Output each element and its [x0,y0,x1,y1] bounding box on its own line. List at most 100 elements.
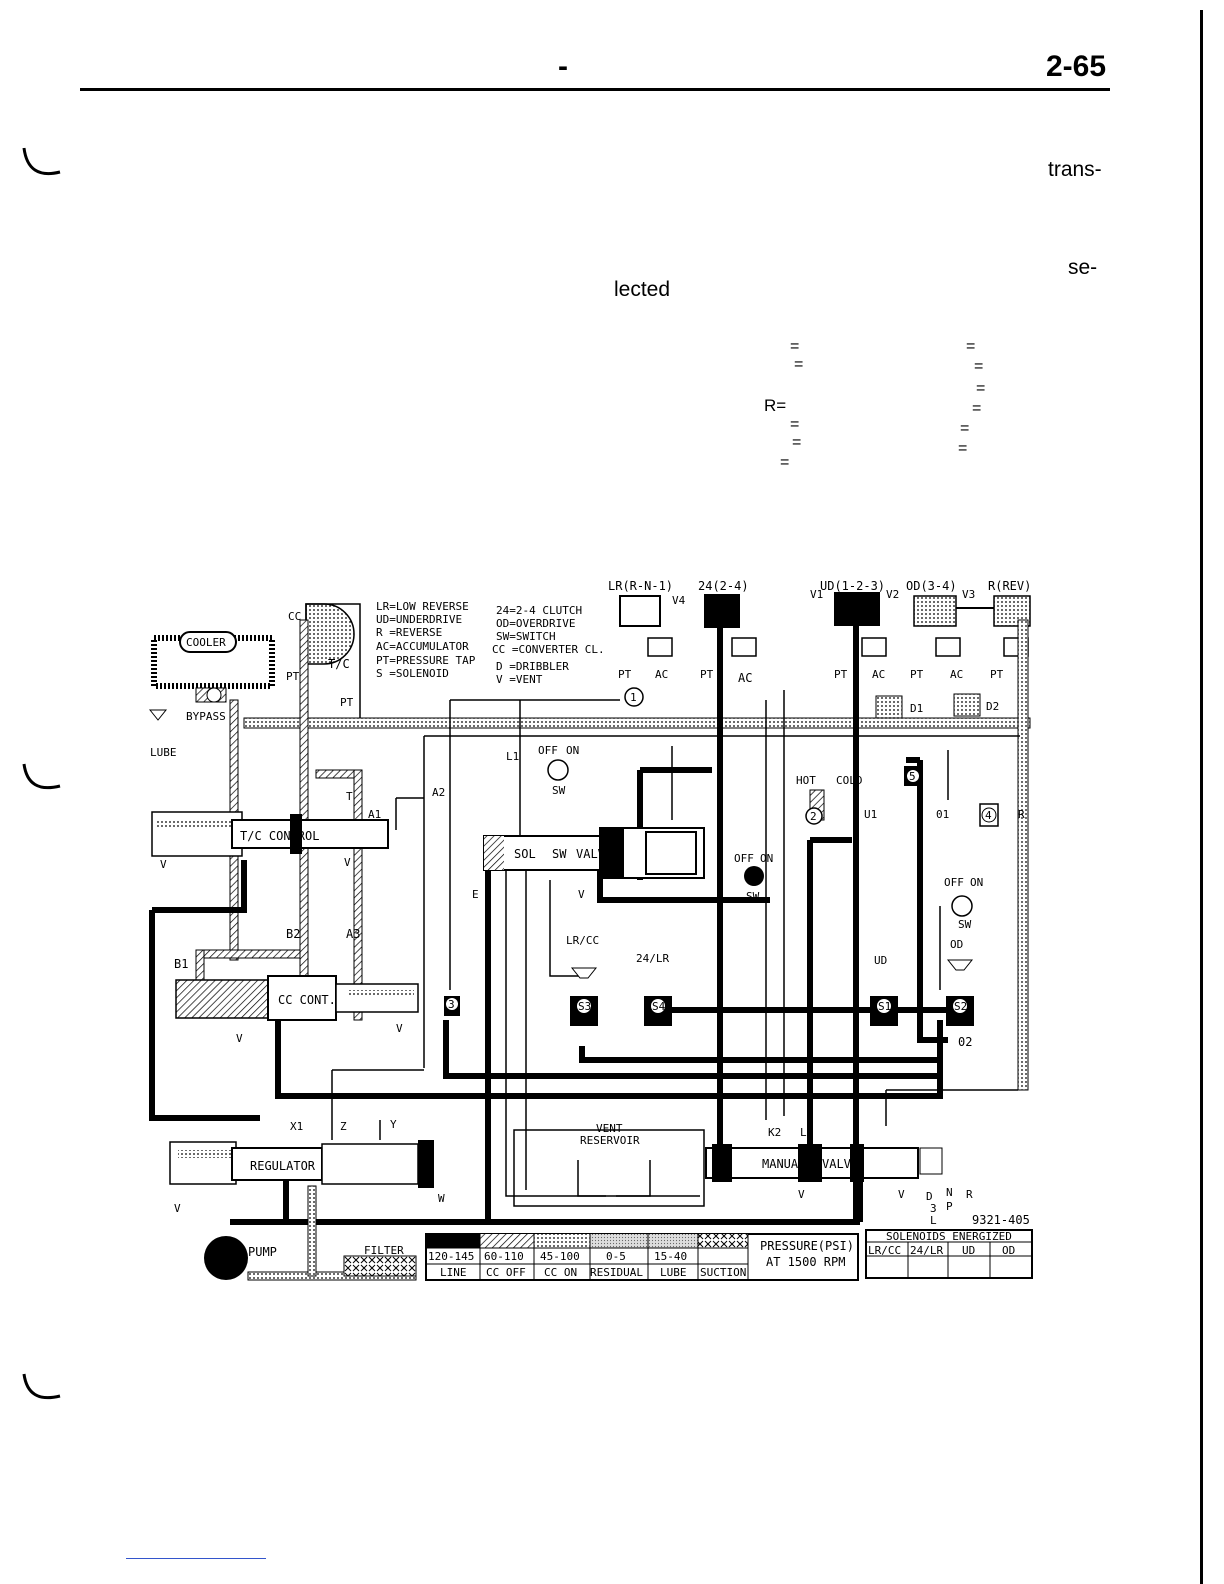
text-fragment-lected: lected [614,278,671,301]
svg-text:24/LR: 24/LR [910,1244,943,1257]
eq-11: = [960,420,970,437]
label-24-clutch: 24(2-4) [698,579,749,593]
ac-3: AC [872,668,885,681]
pt-2: PT [700,668,714,681]
filter-label: FILTER [364,1244,404,1257]
svg-text:RESIDUAL: RESIDUAL [590,1266,643,1279]
vent-cc-1: V [236,1032,243,1045]
svg-text:OD=OVERDRIVE: OD=OVERDRIVE [496,617,575,630]
vent-cc-2: V [396,1022,403,1035]
od-clutch-block [913,595,957,627]
svg-text:45-100: 45-100 [540,1250,580,1263]
port-b2: B2 [286,927,300,941]
lr-clutch-block [619,595,661,627]
svg-text:SOLENOIDS ENERGIZED: SOLENOIDS ENERGIZED [886,1230,1012,1243]
port-r: R [1018,808,1025,821]
sw-3: SW [958,918,972,931]
cc-label: CC [288,610,301,623]
port-e: E [472,888,479,901]
vent-reg: V [174,1202,181,1215]
svg-text:S =SOLENOID: S =SOLENOID [376,667,449,680]
port-w: W [438,1192,445,1205]
tc-label: T/C [328,657,350,671]
solenoids-energized-table: SOLENOIDS ENERGIZED LR/CC 24/LR UD OD [865,1229,1033,1279]
cooler-label: COOLER [186,636,226,649]
sw-valve-label-1: SW [552,847,567,861]
text-fragment-se: se- [1068,256,1098,279]
vent-v1: V1 [810,588,823,601]
port-y: Y [390,1118,397,1131]
label-rev-clutch: R(REV) [988,579,1031,593]
marker-2: 2 [810,810,817,823]
od-sol-label: OD [950,938,963,951]
eq-7: = [966,338,976,355]
binding-hole-top [22,147,61,175]
s3: S3 [578,1000,591,1013]
valve-label: VALVE [822,1157,858,1171]
svg-text:LINE: LINE [440,1266,467,1279]
marker-5: 5 [909,770,916,783]
svg-text:15-40: 15-40 [654,1250,687,1263]
manual-label: MANUAL [762,1157,805,1171]
pt-5: PT [990,668,1004,681]
footnote-rule [126,1558,266,1559]
eq-8: = [974,358,984,375]
eq-1: = [790,338,800,355]
shift-3: 3 [930,1202,937,1215]
svg-text:24=2-4 CLUTCH: 24=2-4 CLUTCH [496,604,582,617]
port-01: 01 [936,808,949,821]
port-x1: X1 [290,1120,303,1133]
shift-d: D [926,1190,933,1203]
eq-10: = [972,400,982,417]
24-clutch-block [704,594,740,628]
vent-manual-2: V [898,1188,905,1201]
svg-text:CC ON: CC ON [544,1266,577,1279]
ud-sol-label: UD [874,954,887,967]
port-b1: B1 [174,957,188,971]
ac-4: AC [950,668,963,681]
d1: D1 [910,702,923,715]
svg-text:120-145: 120-145 [428,1250,474,1263]
sw-2: SW [746,890,760,903]
page-edge-line [1200,10,1203,1584]
svg-text:PT=PRESSURE TAP: PT=PRESSURE TAP [376,654,476,667]
svg-text:PRESSURE(PSI): PRESSURE(PSI) [760,1239,854,1253]
sol-label: SOL [514,847,536,861]
marker-3: 3 [448,998,455,1011]
svg-text:CC OFF: CC OFF [486,1266,526,1279]
svg-text:OD: OD [1002,1244,1015,1257]
pt-tc-2: PT [340,696,354,709]
port-a2: A2 [432,786,445,799]
cc-cont-label: CC CONT. [278,993,336,1007]
vent-v3: V3 [962,588,975,601]
figure-number: 9321-405 [972,1213,1030,1227]
svg-text:LUBE: LUBE [660,1266,687,1279]
svg-text:UD: UD [962,1244,975,1257]
s1: S1 [878,1000,891,1013]
lr-cc-label: LR/CC [566,934,599,947]
svg-text:CC =CONVERTER CL.: CC =CONVERTER CL. [492,643,605,656]
d2: D2 [986,700,999,713]
s2: S2 [954,1000,967,1013]
svg-text:0-5: 0-5 [606,1250,626,1263]
marker-1: 1 [630,691,637,704]
binding-hole-middle [22,763,61,790]
port-a1: A1 [368,808,381,821]
port-a3: A3 [346,927,360,941]
port-02: 02 [958,1035,972,1049]
page-number: 2-65 [1046,50,1107,83]
vent-sw: V [578,888,585,901]
svg-text:SW=SWITCH: SW=SWITCH [496,630,556,643]
vent-reservoir-1: VENT [596,1122,623,1135]
c24-lr-label: 24/LR [636,952,669,965]
shift-l: L [930,1214,937,1227]
marker-4: 4 [985,809,992,822]
binding-hole-bottom [22,1373,61,1400]
hot-label: HOT [796,774,816,787]
s4: S4 [652,1000,666,1013]
shift-p: P [946,1200,953,1213]
label-ud-clutch: UD(1-2-3) [820,579,885,593]
ud-clutch-block [834,592,880,626]
svg-text:UD=UNDERDRIVE: UD=UNDERDRIVE [376,613,462,626]
